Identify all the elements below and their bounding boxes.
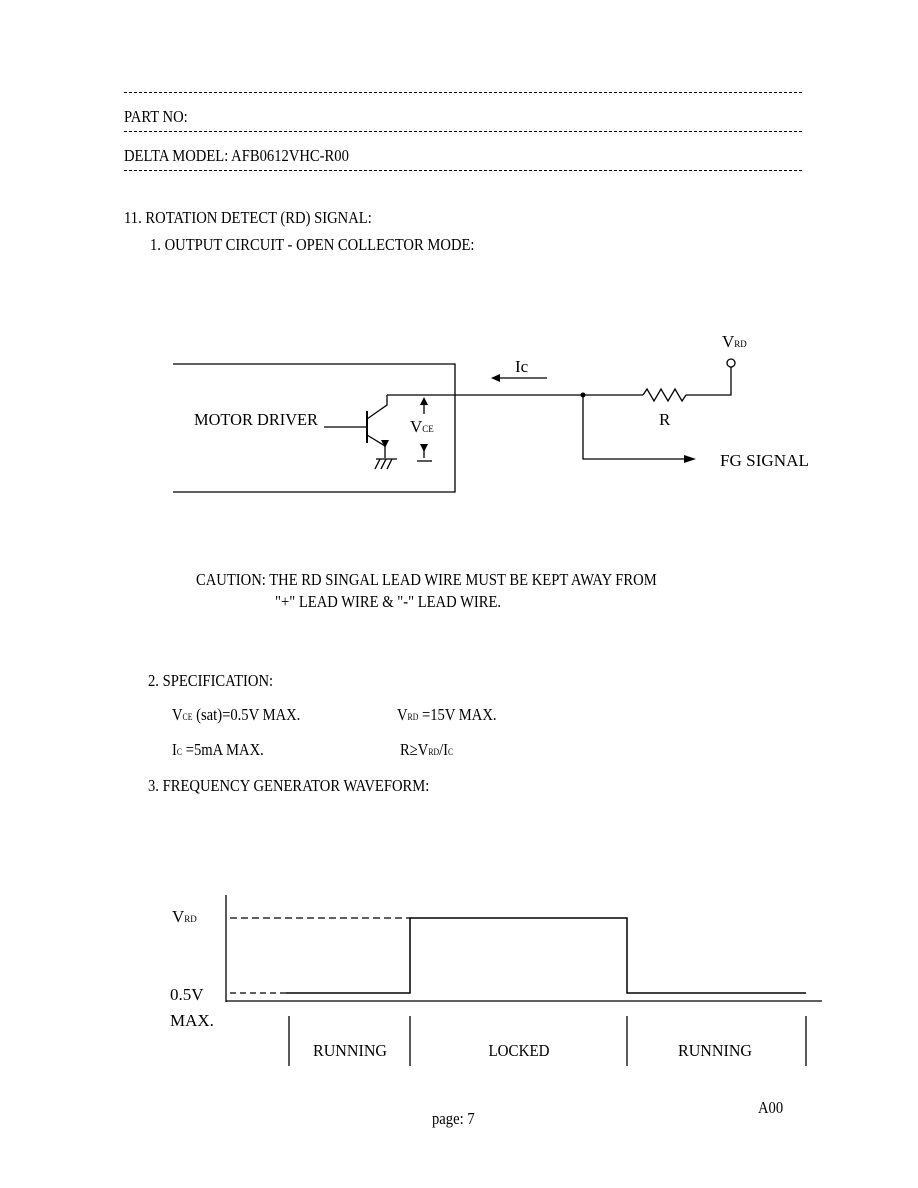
section-title: 11. ROTATION DETECT (RD) SIGNAL:: [124, 208, 372, 227]
spec-ic: IC =5mA MAX.: [172, 740, 264, 759]
emitter-arrowhead: [381, 440, 389, 448]
fg-arrowhead: [684, 455, 696, 463]
motor-driver-label: MOTOR DRIVER: [194, 410, 319, 429]
spec-vce: VCE (sat)=0.5V MAX.: [172, 705, 301, 724]
delta-model-line: DELTA MODEL: AFB0612VHC-R00: [124, 146, 349, 166]
spec-r-formula: R≥VRD/IC: [400, 740, 454, 759]
header-rule-bottom: [124, 170, 802, 171]
header-rule-top: [124, 92, 802, 93]
fg-signal-label: FG SIGNAL: [720, 451, 809, 470]
spec-vrd: VRD =15V MAX.: [397, 705, 497, 724]
vce-label: VCE: [410, 417, 434, 436]
resistor-symbol: [642, 387, 687, 403]
vrd-label: VRD: [722, 332, 747, 351]
vrd-terminal: [726, 358, 736, 368]
state-label-locked: LOCKED: [489, 1041, 550, 1060]
junction-dot: [580, 392, 586, 398]
state-label-running-2: RUNNING: [678, 1041, 752, 1060]
ic-arrowhead: [491, 374, 500, 382]
header-rule-middle: [124, 131, 802, 132]
ground-hatch-1: [374, 458, 381, 470]
caution-line-2: "+" LEAD WIRE & "-" LEAD WIRE.: [275, 592, 502, 611]
page-number: page: 7: [432, 1109, 475, 1128]
ground-hatch-2: [380, 458, 387, 470]
ground-hatch-3: [386, 458, 393, 470]
caution-line-1: CAUTION: THE RD SINGAL LEAD WIRE MUST BE…: [196, 570, 657, 589]
part-no-label: PART NO:: [124, 107, 188, 126]
resistor-label: R: [659, 410, 671, 429]
waveform-heading: 3. FREQUENCY GENERATOR WAVEFORM:: [148, 776, 430, 795]
collector-lead: [366, 395, 388, 420]
delta-model-label: DELTA MODEL:: [124, 146, 229, 165]
waveform-low-label-2: MAX.: [170, 1011, 214, 1030]
vrd-wire: [686, 367, 732, 396]
output-circuit-heading: 1. OUTPUT CIRCUIT - OPEN COLLECTOR MODE:: [150, 235, 475, 254]
motor-driver-box: [173, 363, 456, 493]
vce-arrowhead-up: [420, 397, 428, 405]
specification-heading: 2. SPECIFICATION:: [148, 671, 274, 690]
waveform-vrd-label: VRD: [172, 907, 197, 926]
state-label-running-1: RUNNING: [313, 1041, 387, 1060]
fg-waveform-trace: [286, 917, 806, 994]
revision-code: A00: [758, 1098, 784, 1117]
fg-signal-wire: [582, 395, 684, 460]
waveform-low-label-1: 0.5V: [170, 985, 204, 1004]
ic-label: Ic: [515, 357, 529, 376]
delta-model-value: AFB0612VHC-R00: [231, 146, 349, 165]
vce-arrowhead-down: [420, 444, 428, 452]
